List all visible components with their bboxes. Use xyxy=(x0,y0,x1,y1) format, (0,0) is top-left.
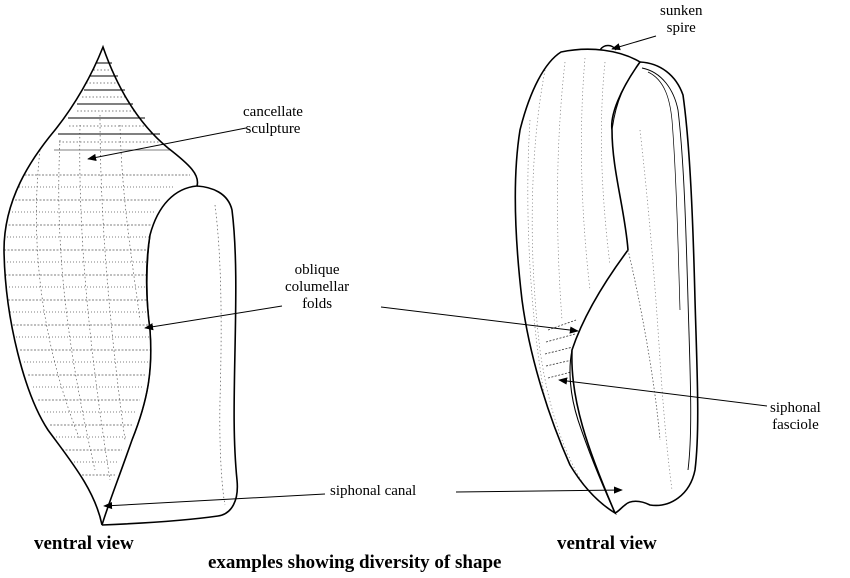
label-sunken-spire: sunken spire xyxy=(660,3,703,37)
caption-right-view: ventral view xyxy=(557,533,657,555)
leader-lines xyxy=(88,36,767,506)
figure-caption: examples showing diversity of shape xyxy=(208,552,501,574)
leader-columellar-folds-left xyxy=(145,306,282,328)
left-shell xyxy=(4,47,237,525)
label-oblique-columellar-folds: oblique columellar folds xyxy=(285,262,349,313)
leader-sunken-spire xyxy=(612,36,656,49)
label-siphonal-canal: siphonal canal xyxy=(330,483,416,500)
caption-left-view: ventral view xyxy=(34,533,134,555)
right-shell xyxy=(515,46,698,514)
label-cancellate-sculpture: cancellate sculpture xyxy=(243,104,303,138)
leader-columellar-folds-right xyxy=(381,307,578,331)
leader-siphonal-canal-left xyxy=(104,494,325,506)
leader-cancellate-sculpture xyxy=(88,128,246,159)
label-siphonal-fasciole: siphonal fasciole xyxy=(770,400,821,434)
leader-siphonal-canal-right xyxy=(456,490,622,492)
leader-siphonal-fasciole xyxy=(559,380,767,406)
